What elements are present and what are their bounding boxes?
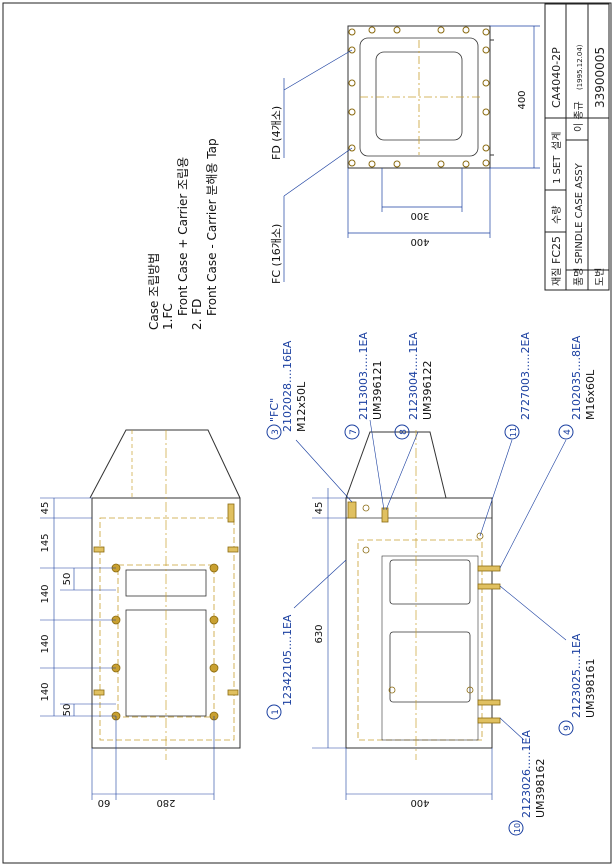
drawing-no-label: 도번 — [594, 268, 606, 286]
middle-view: 45 630 400 — [312, 430, 501, 808]
callout-4-bubble — [558, 424, 574, 440]
callout-7-spec: UM396121 — [371, 360, 384, 420]
callout-3-spec: M12x50L — [295, 381, 308, 432]
left-dim-50-bottom: 50 — [62, 704, 73, 717]
qty-value: 1 SET — [552, 155, 563, 184]
callout-3-code: 2102028....16EA — [281, 340, 294, 432]
left-dim-45: 45 — [40, 502, 51, 515]
callouts: 1 12342105....1EA 3 "FC" 2102028....16EA… — [266, 332, 597, 836]
qty-label: 수량 — [551, 206, 563, 224]
callout-11-bubble — [504, 424, 520, 440]
left-view: 45 145 50 140 140 140 50 60 280 — [40, 429, 241, 808]
left-dim-140-c: 140 — [40, 682, 51, 701]
material-value: FC25 — [550, 236, 563, 264]
callout-7-num: 7 — [349, 429, 359, 435]
callout-3-tag: "FC" — [268, 398, 281, 422]
left-dim-280: 280 — [156, 797, 175, 808]
title-block: 재질 FC25 수량 1 SET 설계 CA4040-2P 품명 SPINDLE… — [544, 3, 610, 291]
callout-9-spec: UM398161 — [584, 658, 597, 718]
callout-3-bubble — [266, 424, 282, 440]
callout-1-num: 1 — [271, 709, 281, 715]
callout-8-num: 8 — [399, 429, 409, 435]
top-dim-400-bottom: 400 — [410, 236, 429, 247]
middle-view-body — [345, 497, 493, 749]
left-dim-60: 60 — [98, 797, 111, 808]
notes-line1: 1.FC — [161, 303, 175, 330]
callout-1-code: 12342105....1EA — [281, 614, 294, 706]
material-label: 재질 — [551, 268, 563, 286]
callout-9-code: 2123025....1EA — [570, 633, 583, 718]
product-label: 품명 — [573, 268, 585, 286]
callout-11-num: 11 — [509, 427, 518, 437]
product-value: SPINDLE CASE ASSY — [574, 162, 585, 264]
callout-10-spec: UM398162 — [534, 758, 547, 818]
callout-4-num: 4 — [563, 429, 573, 435]
callout-1-bubble — [266, 704, 282, 720]
left-dim-140-b: 140 — [40, 634, 51, 653]
left-dim-145: 145 — [40, 533, 51, 552]
callout-8-bubble — [394, 424, 410, 440]
mid-dim-400: 400 — [410, 797, 429, 808]
top-dim-400-right: 400 — [517, 90, 528, 109]
notes-line2: Front Case + Carrier 조립용 — [176, 157, 190, 316]
notes-line4: Front Case - Carrier 분해용 Tap — [205, 138, 219, 316]
top-view: 400 300 400 FD (4개소) FC (16개소) — [270, 25, 540, 284]
callout-10-bubble — [508, 820, 524, 836]
assembly-notes: Case 조립방법 1.FC Front Case + Carrier 조립용 … — [147, 138, 219, 330]
left-dim-140-a: 140 — [40, 584, 51, 603]
callout-4-code: 2102035....8EA — [570, 335, 583, 420]
notes-heading: Case 조립방법 — [147, 253, 161, 330]
left-dim-50-top: 50 — [62, 573, 73, 586]
designer-name: 이 종규 — [573, 101, 585, 132]
callout-4-spec: M16x60L — [584, 369, 597, 420]
callout-10-num: 10 — [513, 823, 522, 833]
callout-9-num: 9 — [563, 725, 573, 731]
label-fd: FD (4개소) — [270, 106, 283, 160]
notes-line3: 2. FD — [190, 299, 204, 330]
part-code: CA4040-2P — [550, 47, 563, 108]
callout-10-code: 2123026.....1EA — [520, 730, 533, 818]
callout-3-num: 3 — [271, 429, 281, 435]
callout-9-bubble — [558, 720, 574, 736]
mid-dim-45: 45 — [314, 502, 325, 515]
mid-dim-630: 630 — [314, 624, 325, 643]
top-view-outline — [347, 25, 491, 169]
design-date: (1995.12.04) — [576, 44, 584, 90]
callout-8-code: 2123004.....1EA — [407, 332, 420, 420]
design-label: 설계 — [551, 132, 563, 150]
callout-7-code: 2113003.....1EA — [357, 332, 370, 420]
callout-8-spec: UM396122 — [421, 360, 434, 420]
label-fc: FC (16개소) — [270, 224, 283, 284]
drawing-number: 33900005 — [593, 47, 607, 108]
callout-7-bubble — [344, 424, 360, 440]
callout-11-code: 2727003.....2EA — [519, 332, 532, 420]
top-dim-300: 300 — [410, 210, 429, 221]
